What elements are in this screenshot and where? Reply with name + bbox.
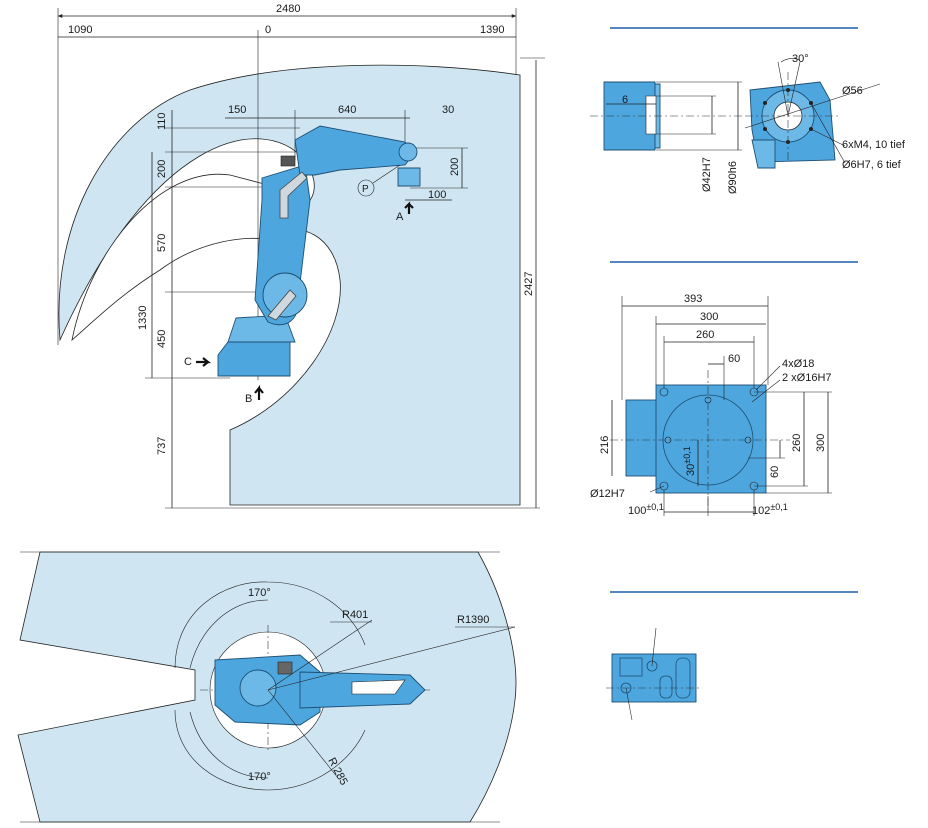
radius-401: R401	[342, 609, 368, 621]
dim-200-left: 200	[156, 160, 168, 178]
angle-170-bottom: 170°	[248, 771, 271, 783]
dim-42h7: Ø42H7	[701, 157, 713, 192]
dim-300-right: 300	[815, 434, 827, 452]
side-inner-cutout	[71, 173, 269, 342]
dim-260-top: 260	[696, 329, 714, 341]
dim-60-top: 60	[728, 353, 740, 365]
dim-90h6: Ø90h6	[727, 161, 739, 194]
arrow-c-icon	[196, 357, 212, 367]
angle-170-top: 170°	[248, 587, 271, 599]
dim-450: 450	[156, 330, 168, 348]
dim-1390: 1390	[480, 24, 504, 36]
detail-c	[606, 591, 858, 721]
radius-1390: R1390	[457, 614, 489, 626]
holes-6h7: Ø6H7, 6 tief	[842, 159, 902, 171]
dim-100: 100	[428, 189, 446, 201]
dim-1090: 1090	[68, 24, 92, 36]
dim-110: 110	[156, 112, 168, 130]
dim-640: 640	[338, 104, 356, 116]
dim-737: 737	[156, 437, 168, 455]
side-view: 2480 1090 0 1390 150 640 30 110 200 570 …	[57, 3, 545, 509]
marker-c: C	[184, 356, 192, 368]
dim-1330: 1330	[137, 306, 149, 330]
dim-200-right: 200	[449, 158, 461, 176]
dim-102-bottom: 102±0,1	[752, 502, 788, 517]
dim-30: 30	[442, 104, 454, 116]
dim-260-right: 260	[791, 434, 803, 452]
dim-100-bottom: 100±0,1	[628, 502, 664, 517]
dim-30: 30±0,1	[682, 446, 697, 476]
detail-b: 393 300 260 60 4xØ18 2 xØ16H7 216 300 26…	[590, 261, 858, 517]
marker-a: A	[396, 211, 404, 223]
dim-393: 393	[684, 293, 702, 305]
dim-30-tol: ±0,1	[682, 446, 692, 463]
dim-6: 6	[622, 94, 628, 106]
dim-12h7: Ø12H7	[590, 488, 625, 500]
detail-a: Ø42H7 Ø90h6 6 30° Ø56 6xM4, 10 tief Ø6H7…	[590, 27, 906, 194]
dim-300-top: 300	[700, 311, 718, 323]
arrow-a-icon	[404, 201, 414, 214]
holes-6xm4: 6xM4, 10 tief	[842, 139, 906, 151]
top-view: 170° 170° R401 R1390 R 285	[17, 551, 517, 823]
dim-150: 150	[228, 104, 246, 116]
dim-origin-0: 0	[265, 24, 271, 36]
robot-side-body	[217, 125, 421, 377]
angle-30: 30°	[792, 53, 809, 65]
dim-56: Ø56	[842, 85, 863, 97]
holes-2x16h7: 2 xØ16H7	[782, 372, 832, 384]
dim-60-right: 60	[769, 466, 781, 478]
dim-100-tol: ±0,1	[646, 502, 663, 512]
arrow-b-icon	[254, 384, 264, 400]
dim-570: 570	[156, 234, 168, 252]
marker-p: P	[362, 184, 369, 195]
dim-216: 216	[599, 436, 611, 454]
dim-2480: 2480	[276, 3, 300, 15]
marker-b: B	[245, 393, 252, 405]
dim-2427: 2427	[523, 272, 535, 296]
holes-4x18: 4xØ18	[782, 358, 814, 370]
dim-102-tol: ±0,1	[770, 502, 787, 512]
